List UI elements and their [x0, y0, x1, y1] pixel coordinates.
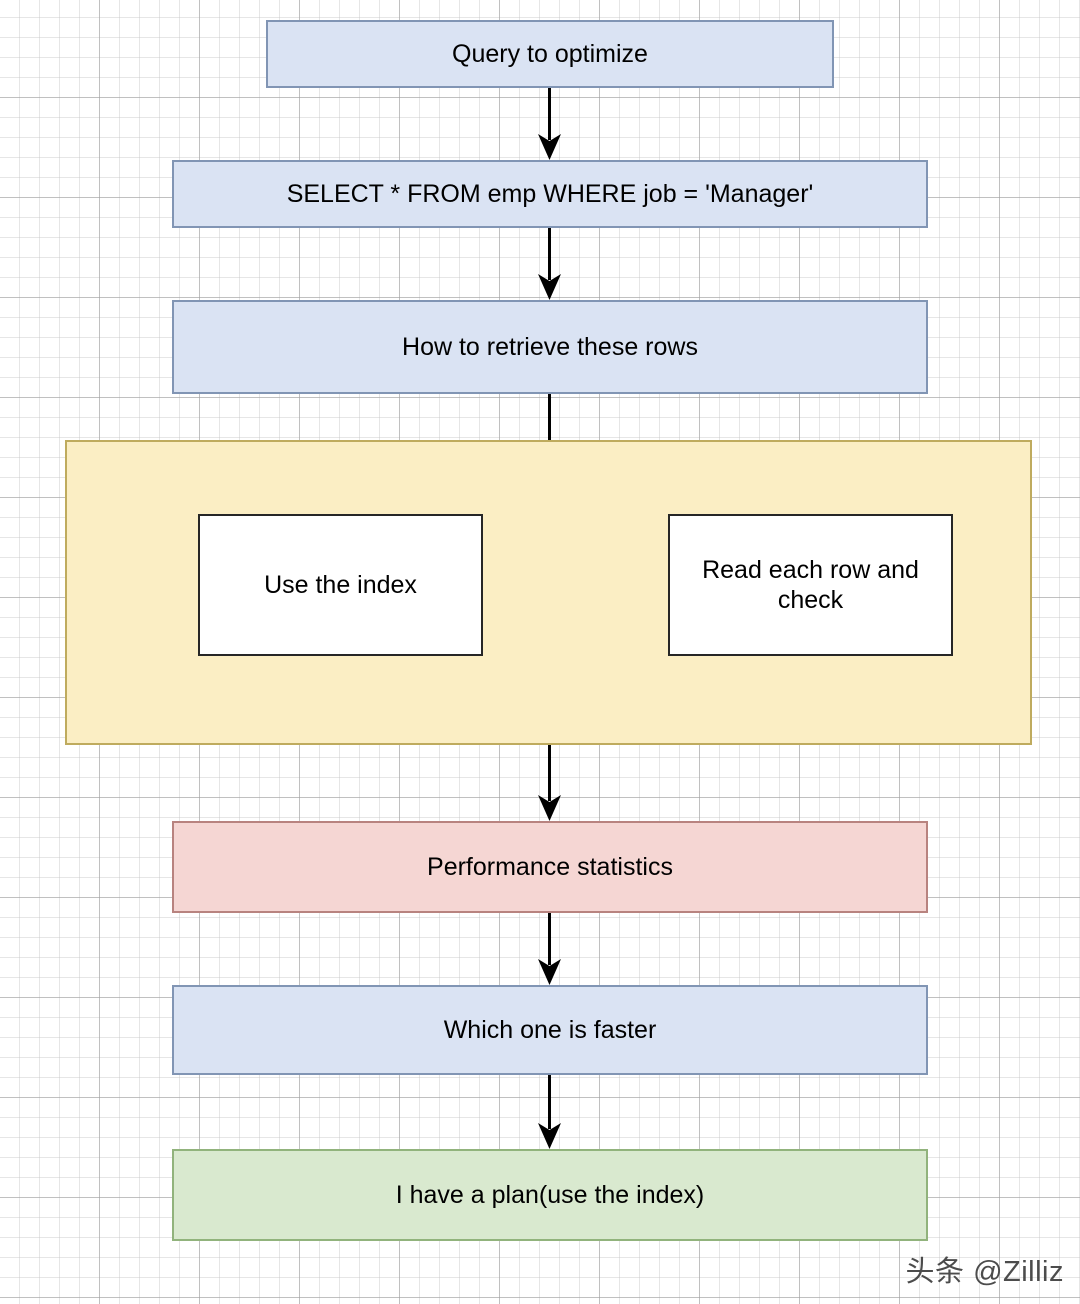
- arrowhead-icon: [538, 1123, 561, 1149]
- arrowhead-icon: [538, 274, 561, 300]
- edge-sql-to-howretrieve: [538, 228, 561, 300]
- node-label: Performance statistics: [427, 852, 673, 881]
- watermark: 头条 @Zilliz: [905, 1256, 1064, 1288]
- node-label: SELECT * FROM emp WHERE job = 'Manager': [286, 179, 814, 208]
- node-label: Use the index: [264, 570, 417, 599]
- node-read-each-row-and-check[interactable]: Read each row and check: [668, 514, 953, 656]
- arrowhead-icon: [538, 134, 561, 160]
- node-label: Read each row and check: [702, 555, 919, 615]
- node-performance-statistics[interactable]: Performance statistics: [172, 821, 928, 913]
- edge-query-to-sql: [538, 88, 561, 160]
- node-i-have-a-plan[interactable]: I have a plan(use the index): [172, 1149, 928, 1241]
- node-label: Query to optimize: [452, 39, 648, 68]
- node-which-one-is-faster[interactable]: Which one is faster: [172, 985, 928, 1075]
- edge-faster-to-plan: [538, 1075, 561, 1149]
- node-label: I have a plan(use the index): [395, 1180, 705, 1209]
- node-query-to-optimize[interactable]: Query to optimize: [266, 20, 834, 88]
- arrowhead-icon: [538, 795, 561, 821]
- group-retrieval-options: Use the index Read each row and check: [65, 440, 1032, 745]
- node-sql-statement[interactable]: SELECT * FROM emp WHERE job = 'Manager': [172, 160, 928, 228]
- edge-options-to-perfstats: [538, 745, 561, 821]
- node-label: Which one is faster: [443, 1015, 657, 1044]
- node-use-the-index[interactable]: Use the index: [198, 514, 483, 656]
- arrowhead-icon: [538, 959, 561, 985]
- edge-perfstats-to-faster: [538, 913, 561, 985]
- edge-howretrieve-to-options: [548, 394, 551, 440]
- node-how-to-retrieve[interactable]: How to retrieve these rows: [172, 300, 928, 394]
- node-label: How to retrieve these rows: [402, 332, 698, 361]
